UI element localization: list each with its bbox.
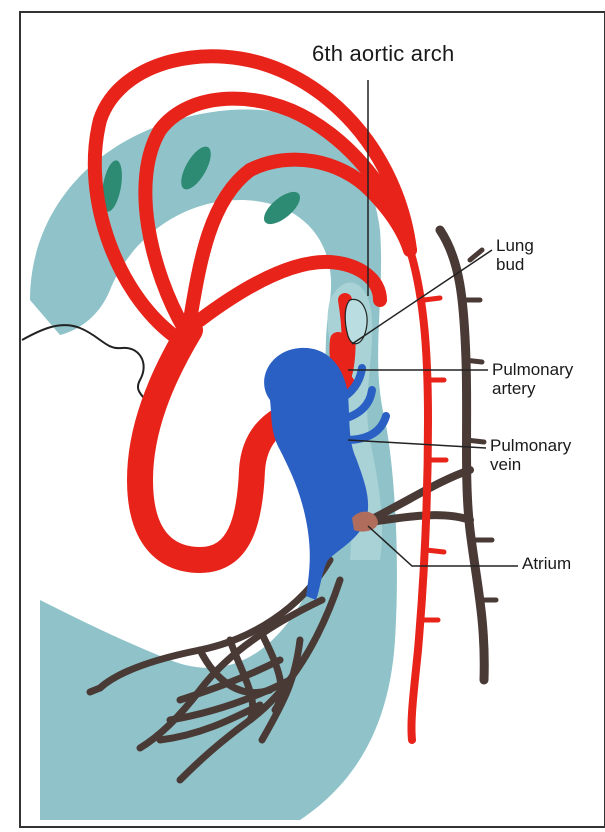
label-pulmonary-artery: Pulmonary artery <box>492 360 573 398</box>
lung-bud <box>345 299 367 343</box>
label-line-2: vein <box>490 455 571 474</box>
label-6th-aortic-arch: 6th aortic arch <box>312 44 454 63</box>
label-line-1: Lung <box>496 236 534 255</box>
label-line-2: bud <box>496 255 534 274</box>
label-text: 6th aortic arch <box>312 44 454 63</box>
label-line-2: artery <box>492 379 573 398</box>
label-line-1: Pulmonary <box>490 436 571 455</box>
label-atrium: Atrium <box>522 554 571 573</box>
label-line-1: Pulmonary <box>492 360 573 379</box>
label-pulmonary-vein: Pulmonary vein <box>490 436 571 474</box>
label-lung-bud: Lung bud <box>496 236 534 274</box>
label-text: Atrium <box>522 554 571 573</box>
